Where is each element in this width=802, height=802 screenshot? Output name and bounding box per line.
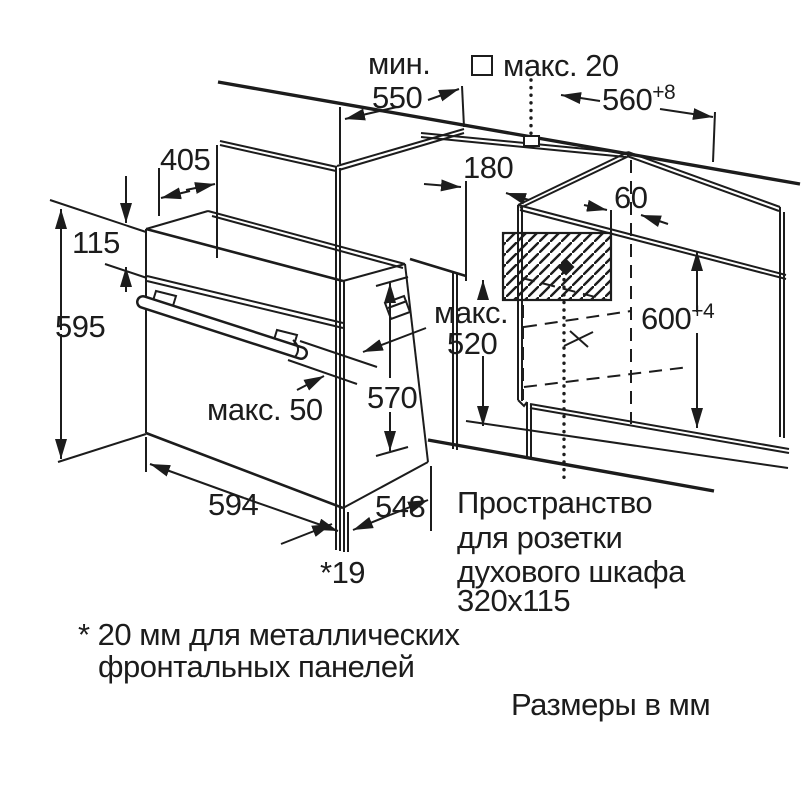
oven-door-handle bbox=[136, 289, 308, 360]
socket-note-line1: Пространство bbox=[457, 485, 652, 520]
label-548: 548 bbox=[375, 489, 425, 524]
panel-note-line1: * 20 мм для металлических bbox=[78, 617, 460, 652]
dotted-reference-lines bbox=[523, 78, 566, 481]
label-595: 595 bbox=[55, 309, 105, 344]
label-19: *19 bbox=[320, 555, 365, 590]
label-405: 405 bbox=[160, 142, 210, 177]
panel-note-line2: фронтальных панелей bbox=[98, 649, 414, 684]
label-max20: макс. 20 bbox=[503, 48, 619, 83]
oven-side-vent bbox=[383, 294, 412, 321]
socket-note: Пространство для розетки духового шкафа … bbox=[457, 485, 687, 618]
label-60: 60 bbox=[614, 180, 648, 215]
label-594: 594 bbox=[208, 487, 258, 522]
dimension-labels: мин. 550 макс. 20 560+8 405 115 595 180 … bbox=[55, 46, 715, 590]
socket-note-line4: 320x115 bbox=[457, 583, 570, 618]
label-550: 550 bbox=[372, 80, 422, 115]
label-180: 180 bbox=[463, 150, 513, 185]
label-max520-2: 520 bbox=[447, 326, 497, 361]
label-570: 570 bbox=[367, 380, 417, 415]
label-min: мин. bbox=[368, 46, 430, 81]
dimension-lines bbox=[49, 85, 716, 552]
units-note: Размеры в мм bbox=[511, 687, 710, 722]
wall-gap-tab bbox=[523, 135, 540, 147]
socket-space-hatched-area bbox=[501, 231, 613, 302]
square-icon bbox=[471, 55, 493, 76]
socket-note-line3: духового шкафа bbox=[457, 554, 686, 589]
oven-outline bbox=[145, 210, 429, 552]
label-max520-1: макс. bbox=[434, 295, 508, 330]
socket-center-mark bbox=[557, 258, 575, 276]
label-560: 560+8 bbox=[602, 81, 675, 117]
label-115: 115 bbox=[72, 225, 120, 260]
label-max50: макс. 50 bbox=[207, 392, 323, 427]
label-600: 600+4 bbox=[641, 300, 715, 336]
footnotes: * 20 мм для металлических фронтальных па… bbox=[78, 617, 711, 722]
socket-note-line2: для розетки bbox=[457, 520, 622, 555]
